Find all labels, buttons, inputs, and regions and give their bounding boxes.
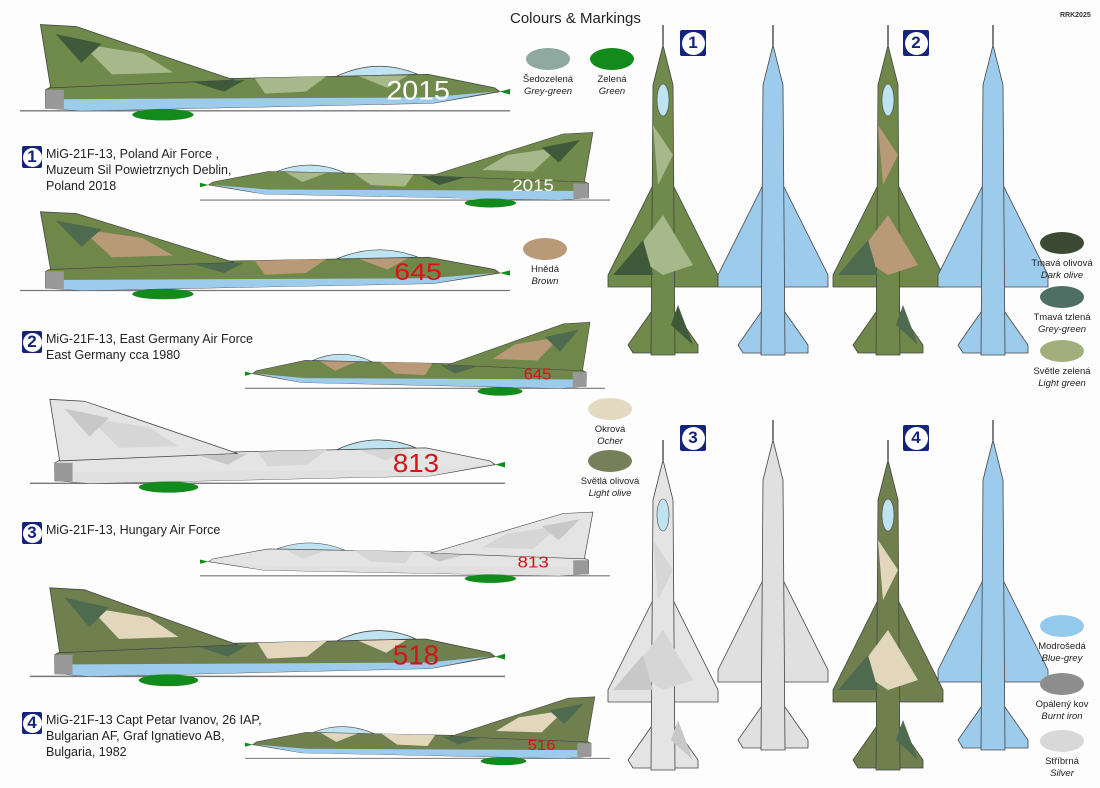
colour-name-english: Silver <box>1050 768 1074 779</box>
top-view-aircraft <box>607 25 719 356</box>
top-view-number-2: 2 <box>903 30 929 56</box>
side-view-aircraft: 645 <box>245 322 605 396</box>
colour-name-english: Ocher <box>597 436 623 447</box>
top-view-aircraft <box>832 25 944 356</box>
caption-scheme-1: 1 MiG-21F-13, Poland Air Force ,Muzeum S… <box>22 146 232 194</box>
colour-name-english: Grey-green <box>523 86 573 97</box>
swatch-chip <box>1040 615 1084 637</box>
side-view-aircraft: 518 <box>30 587 505 687</box>
top-view-number-3: 3 <box>680 425 706 451</box>
colour-name-czech: Světlá olivová <box>580 476 640 487</box>
colour-name-czech: Modrošedá <box>1038 641 1086 652</box>
underside-view-aircraft <box>717 25 829 356</box>
caption-scheme-3: 3 MiG-21F-13, Hungary Air Force <box>22 522 220 544</box>
colour-name-czech: Tmavá tzlená <box>1033 312 1091 323</box>
aircraft-serial: 813 <box>393 449 439 478</box>
colour-name-english: Grey-green <box>1037 324 1087 335</box>
top-view-aircraft <box>607 440 719 771</box>
scheme-number-badge: 1 <box>22 146 42 168</box>
aircraft-serial: 518 <box>393 640 439 671</box>
side-view-aircraft: 813 <box>200 511 610 583</box>
swatch-chip <box>1040 673 1084 695</box>
colour-name-czech: Zelená <box>597 74 627 85</box>
colour-name-english: Green <box>598 86 626 97</box>
colour-name-czech: Opálený kov <box>1035 699 1089 710</box>
scheme-number-badge: 3 <box>22 522 42 544</box>
side-view-aircraft: 645 <box>20 211 510 300</box>
swatch-chip <box>1040 340 1084 362</box>
scheme-number-badge: 2 <box>22 331 42 353</box>
colour-name-english: Blue-grey <box>1041 653 1083 664</box>
swatch-chip <box>526 48 570 70</box>
colour-name-english: Light green <box>1038 378 1086 389</box>
swatch-chip <box>1040 730 1084 752</box>
swatch-chip <box>588 398 632 420</box>
side-view-aircraft: 2015 <box>200 132 610 208</box>
swatch-chip <box>523 238 567 260</box>
colour-name-czech: Hnědá <box>531 264 559 275</box>
swatch-chip <box>588 450 632 472</box>
aircraft-serial: 645 <box>394 258 442 286</box>
top-view-number-4: 4 <box>903 425 929 451</box>
top-view-aircraft <box>832 440 944 771</box>
colour-name-czech: Světle zelená <box>1033 366 1091 377</box>
side-view-aircraft: 813 <box>30 398 505 493</box>
colour-name-czech: Šedozelená <box>522 74 574 85</box>
aircraft-serial: 645 <box>524 366 552 384</box>
underside-view-aircraft <box>937 420 1049 751</box>
colour-name-english: Brown <box>531 276 559 287</box>
colour-name-czech: Tmavá olivová <box>1031 258 1093 269</box>
underside-view-aircraft <box>937 25 1049 356</box>
colour-name-english: Dark olive <box>1040 270 1084 281</box>
aircraft-serial: 813 <box>517 553 548 571</box>
sheet-title: Colours & Markings <box>510 10 641 27</box>
swatch-chip <box>1040 286 1084 308</box>
colour-name-czech: Stříbrná <box>1045 756 1079 767</box>
swatch-chip <box>1040 232 1084 254</box>
colour-name-english: Burnt iron <box>1041 711 1083 722</box>
aircraft-serial: 516 <box>528 738 556 754</box>
colour-name-english: Light olive <box>588 488 632 499</box>
side-view-aircraft: 516 <box>245 696 610 766</box>
top-view-number-1: 1 <box>680 30 706 56</box>
scheme-number-badge: 4 <box>22 712 42 734</box>
underside-view-aircraft <box>717 420 829 751</box>
swatch-chip <box>590 48 634 70</box>
caption-scheme-4: 4 MiG-21F-13 Capt Petar Ivanov, 26 IAP,B… <box>22 712 262 760</box>
side-view-aircraft: 2015 <box>20 24 510 121</box>
product-code: RRK2025 <box>1060 12 1091 19</box>
aircraft-serial: 2015 <box>386 75 450 105</box>
aircraft-serial: 2015 <box>512 176 554 195</box>
colour-name-czech: Okrová <box>594 424 626 435</box>
